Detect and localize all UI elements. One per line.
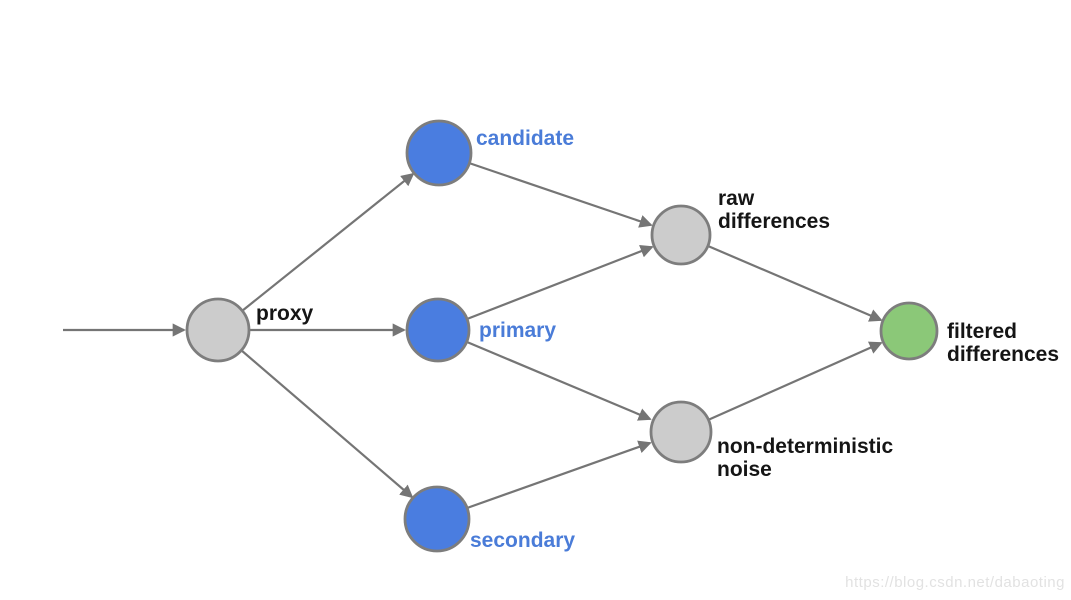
edge-secondary-to-non-deterministic-noise [466, 440, 652, 510]
edge-proxy-to-secondary [240, 349, 414, 499]
node-label-line-raw-differences-0: raw [718, 187, 755, 210]
node-raw-differences [650, 204, 712, 266]
node-primary [405, 297, 471, 363]
node-label-primary: primary [479, 319, 556, 342]
node-label-line-primary-0: primary [479, 319, 556, 342]
node-label-line-filtered-differences-0: filtered [947, 320, 1017, 343]
edge-non-deterministic-noise-to-filtered-differences [707, 341, 883, 422]
node-label-proxy: proxy [256, 302, 314, 325]
node-proxy [185, 297, 251, 363]
edge-primary-to-raw-differences [466, 244, 654, 321]
nodes-layer [185, 119, 939, 553]
node-label-line-candidate-0: candidate [476, 127, 574, 150]
edge-primary-to-non-deterministic-noise [466, 340, 652, 421]
edges-layer [63, 161, 883, 510]
node-label-line-non-deterministic-noise-0: non-deterministic [717, 435, 894, 458]
node-non-deterministic-noise [649, 400, 713, 464]
node-label-candidate: candidate [476, 127, 574, 150]
node-filtered-differences [879, 301, 939, 361]
node-label-line-filtered-differences-1: differences [947, 343, 1059, 366]
node-label-line-secondary-0: secondary [470, 529, 575, 552]
watermark: https://blog.csdn.net/dabaoting [845, 574, 1065, 591]
node-candidate [405, 119, 473, 187]
node-label-secondary: secondary [470, 529, 575, 552]
node-label-line-raw-differences-1: differences [718, 210, 830, 233]
edge-raw-differences-to-filtered-differences [707, 244, 883, 322]
node-label-line-non-deterministic-noise-1: noise [717, 458, 772, 481]
edge-candidate-to-raw-differences [468, 161, 653, 228]
node-secondary [403, 485, 471, 553]
node-label-line-proxy-0: proxy [256, 302, 314, 325]
edge-proxy-to-candidate [241, 172, 415, 312]
